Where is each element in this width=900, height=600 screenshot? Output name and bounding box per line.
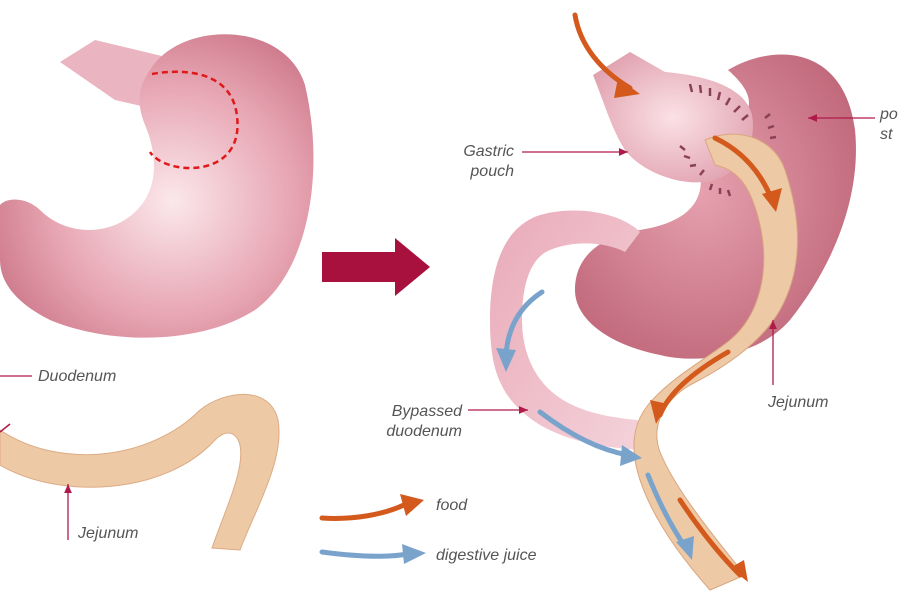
bypassed-anatomy xyxy=(490,52,856,591)
legend-juice-arrow xyxy=(319,544,426,564)
label-duodenum: Duodenum xyxy=(38,368,117,385)
label-gastric-pouch-line2: pouch xyxy=(470,163,514,180)
legend-food-arrow xyxy=(319,494,424,521)
juice-arrow-1 xyxy=(503,289,545,358)
juice-arrow-2 xyxy=(537,409,631,458)
label-remnant-stomach-partial: po st xyxy=(880,105,898,145)
label-remnant-line3: st xyxy=(880,126,893,143)
legend-juice-label: digestive juice xyxy=(436,547,537,564)
stomach-body xyxy=(0,34,314,338)
juice-arrowheads xyxy=(496,348,694,560)
bypassed-duodenum-tube xyxy=(490,210,640,450)
label-gastric-pouch: Gastric pouch xyxy=(452,142,514,182)
label-jejunum-right: Jejunum xyxy=(768,394,829,411)
staple-lines xyxy=(679,83,777,197)
food-arrow-2 xyxy=(712,135,775,203)
label-jejunum-left: Jejunum xyxy=(78,525,139,542)
label-remnant-line2: po xyxy=(880,106,898,123)
transition-arrow xyxy=(322,238,430,296)
label-bypassed-line2: duodenum xyxy=(386,423,462,440)
label-bypassed-duodenum: Bypassed duodenum xyxy=(370,402,462,442)
label-bypassed-line1: Bypassed xyxy=(391,403,462,420)
legend-food-label: food xyxy=(436,497,468,514)
food-arrowheads xyxy=(614,78,782,582)
jejunum-left-tube xyxy=(0,393,280,551)
original-jejunum xyxy=(0,393,280,551)
original-stomach xyxy=(0,34,314,338)
label-gastric-pouch-line1: Gastric xyxy=(463,143,514,160)
